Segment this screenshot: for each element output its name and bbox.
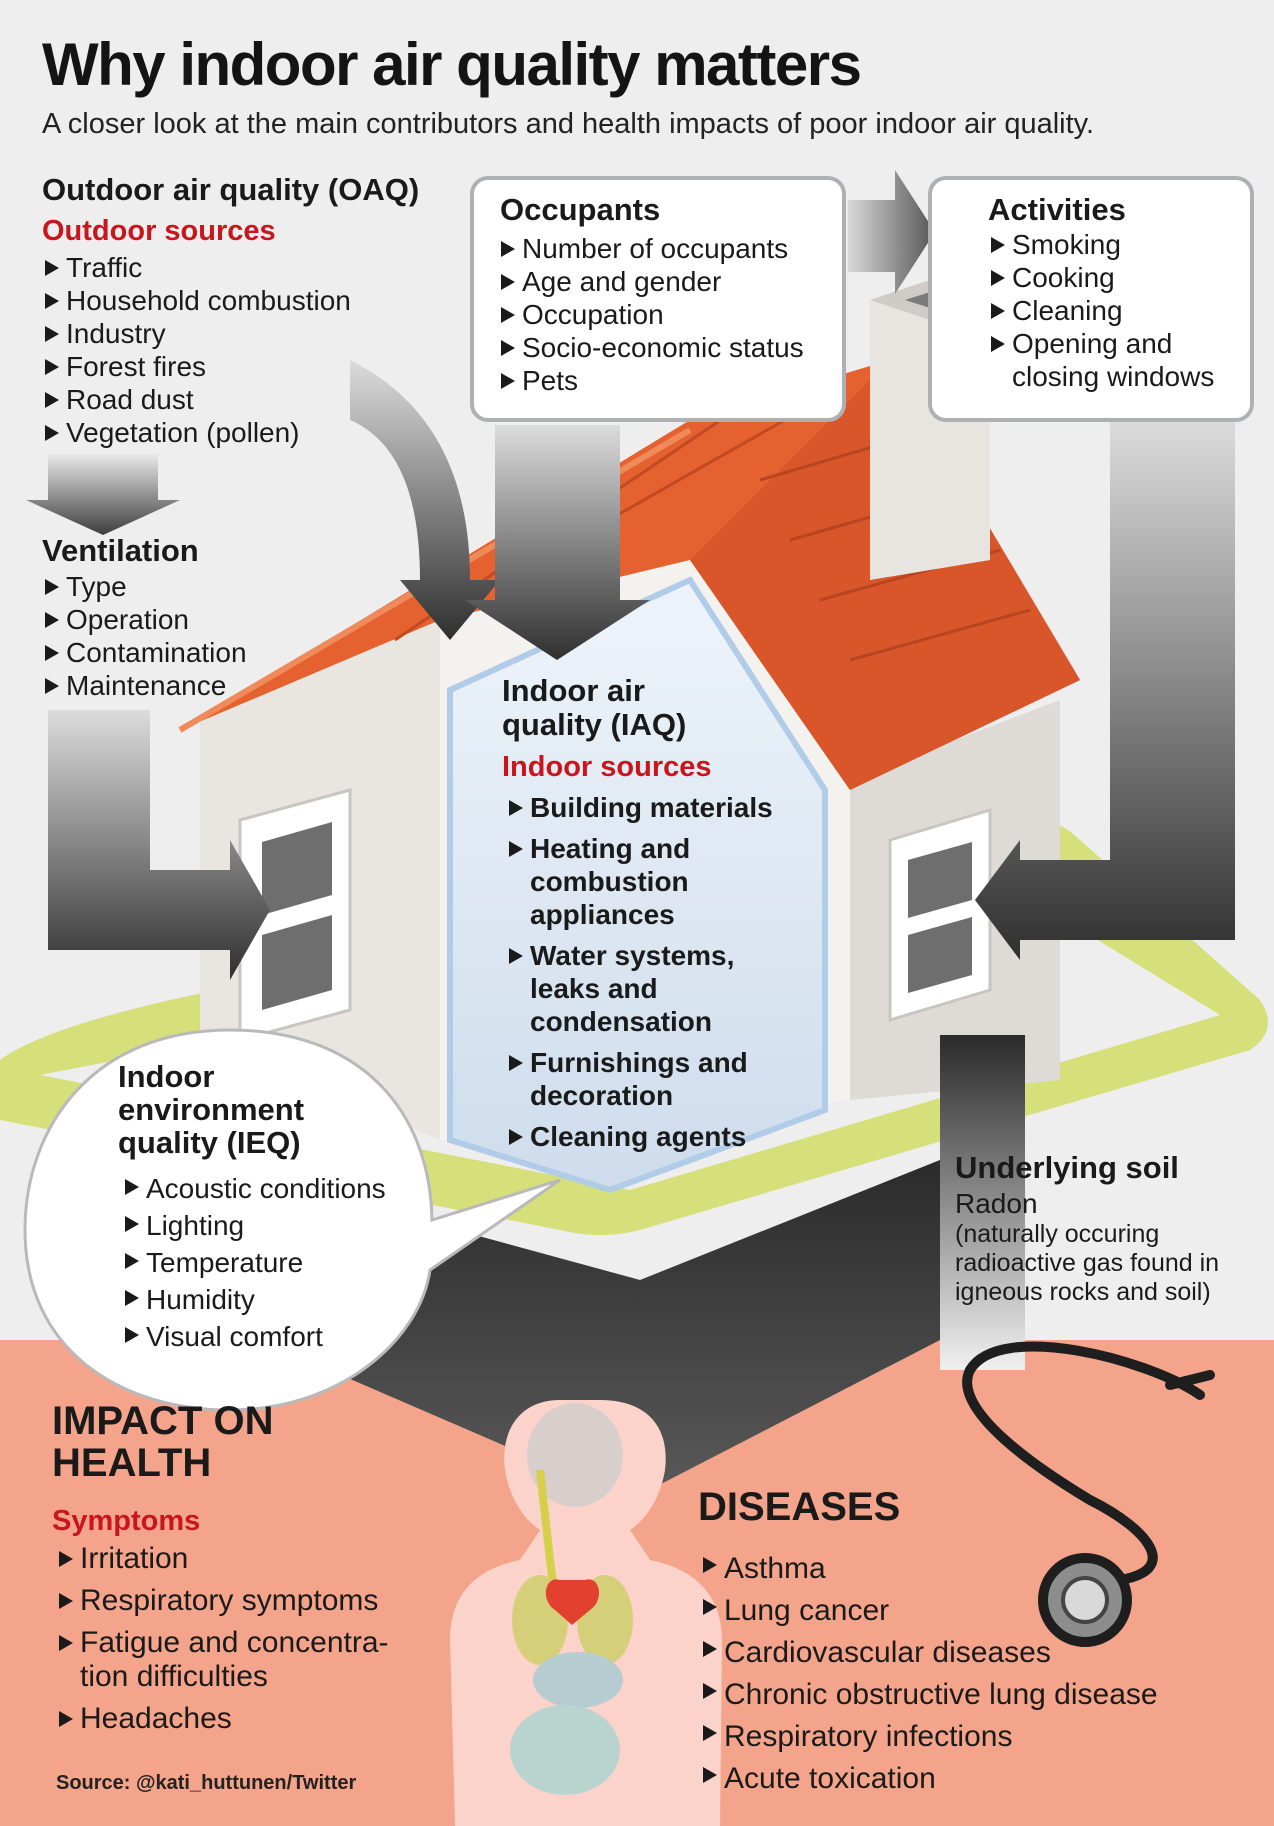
arrow-occupants-to-house bbox=[465, 425, 650, 660]
list-item: Lighting bbox=[122, 1207, 386, 1244]
list-item: Cleaning agents bbox=[506, 1120, 796, 1153]
symptoms-heading: Symptoms bbox=[52, 1505, 201, 1537]
soil-description: (naturally occuring radioactive gas foun… bbox=[955, 1220, 1220, 1306]
list-item: Maintenance bbox=[42, 669, 247, 702]
occupants-list: Number of occupants Age and gender Occup… bbox=[498, 232, 804, 397]
list-item: Industry bbox=[42, 317, 351, 350]
list-item: Contamination bbox=[42, 636, 247, 669]
arrow-oaq-to-ventilation bbox=[26, 452, 180, 535]
list-item: Cooking bbox=[988, 261, 1228, 294]
arrow-soil-to-house bbox=[940, 1035, 1025, 1370]
list-item: Opening and closing windows bbox=[988, 327, 1228, 393]
list-item: Humidity bbox=[122, 1281, 386, 1318]
list-item: Furnishings and decoration bbox=[506, 1046, 796, 1112]
stethoscope-icon bbox=[962, 1341, 1215, 1647]
diseases-list: Asthma Lung cancer Cardiovascular diseas… bbox=[700, 1548, 1158, 1800]
health-heading: IMPACT ON HEALTH bbox=[52, 1399, 274, 1485]
list-item: Cardiovascular diseases bbox=[700, 1632, 1158, 1674]
list-item: Acoustic conditions bbox=[122, 1170, 386, 1207]
source-credit: Source: @kati_huttunen/Twitter bbox=[56, 1772, 357, 1794]
list-item: Traffic bbox=[42, 251, 351, 284]
indoor-sources-list: Building materials Heating and combustio… bbox=[506, 791, 796, 1153]
arrow-oaq-to-house bbox=[350, 360, 500, 640]
list-item: Building materials bbox=[506, 791, 796, 824]
list-item: Pets bbox=[498, 364, 804, 397]
activities-list: Smoking Cooking Cleaning Opening and clo… bbox=[988, 228, 1228, 393]
ventilation-list: Type Operation Contamination Maintenance bbox=[42, 570, 247, 702]
ieq-list: Acoustic conditions Lighting Temperature… bbox=[122, 1170, 386, 1355]
list-item: Type bbox=[42, 570, 247, 603]
iaq-glass-panel bbox=[447, 576, 828, 1194]
list-item: Operation bbox=[42, 603, 247, 636]
list-item: Visual comfort bbox=[122, 1318, 386, 1355]
window-icon bbox=[888, 807, 992, 1023]
list-item: Road dust bbox=[42, 383, 351, 416]
list-item: Occupation bbox=[498, 298, 804, 331]
list-item: Irritation bbox=[56, 1542, 421, 1576]
list-item: Fatigue and concentra-tion difficulties bbox=[56, 1626, 421, 1694]
diseases-heading: DISEASES bbox=[698, 1485, 901, 1529]
occupants-heading: Occupants bbox=[500, 192, 661, 227]
list-item: Age and gender bbox=[498, 265, 804, 298]
list-item: Respiratory symptoms bbox=[56, 1584, 421, 1618]
ieq-bubble bbox=[23, 1028, 561, 1412]
ventilation-heading: Ventilation bbox=[42, 533, 199, 568]
list-item: Socio-economic status bbox=[498, 331, 804, 364]
arrow-activities-to-house bbox=[975, 420, 1235, 960]
ieq-heading: Indoor environment quality (IEQ) bbox=[118, 1059, 305, 1160]
activities-box: Activities Smoking Cooking Cleaning Open… bbox=[928, 176, 1254, 422]
occupants-box: Occupants Number of occupants Age and ge… bbox=[470, 176, 846, 422]
oaq-heading: Outdoor air quality (OAQ) bbox=[42, 172, 420, 207]
outdoor-sources-heading: Outdoor sources bbox=[42, 215, 276, 247]
list-item: Temperature bbox=[122, 1244, 386, 1281]
list-item: Lung cancer bbox=[700, 1590, 1158, 1632]
arrow-occupants-to-activities bbox=[848, 170, 935, 294]
activities-heading: Activities bbox=[988, 192, 1126, 227]
list-item: Forest fires bbox=[42, 350, 351, 383]
list-item: Asthma bbox=[700, 1548, 1158, 1590]
page-subtitle: A closer look at the main contributors a… bbox=[42, 108, 1095, 140]
human-body-icon bbox=[450, 1400, 722, 1826]
list-item: Heating and combustion appliances bbox=[506, 832, 796, 931]
soil-heading: Underlying soil bbox=[955, 1150, 1179, 1185]
list-item: Acute toxication bbox=[700, 1758, 1158, 1800]
list-item: Vegetation (pollen) bbox=[42, 416, 351, 449]
list-item: Chronic obstructive lung disease bbox=[700, 1674, 1158, 1716]
list-item: Household combustion bbox=[42, 284, 351, 317]
outdoor-sources-list: Traffic Household combustion Industry Fo… bbox=[42, 251, 351, 449]
symptoms-list: Irritation Respiratory symptoms Fatigue … bbox=[56, 1542, 421, 1736]
list-item: Headaches bbox=[56, 1702, 421, 1736]
soil-radon: Radon bbox=[955, 1188, 1038, 1219]
window-icon bbox=[238, 788, 352, 1042]
list-item: Smoking bbox=[988, 228, 1228, 261]
list-item: Cleaning bbox=[988, 294, 1228, 327]
list-item: Respiratory infections bbox=[700, 1716, 1158, 1758]
list-item: Water systems, leaks and condensation bbox=[506, 939, 796, 1038]
indoor-sources-heading: Indoor sources bbox=[502, 751, 712, 783]
page-title: Why indoor air quality matters bbox=[42, 31, 862, 98]
list-item: Number of occupants bbox=[498, 232, 804, 265]
arrow-ventilation-to-house bbox=[48, 710, 270, 980]
iaq-heading: Indoor air quality (IAQ) bbox=[502, 673, 687, 742]
